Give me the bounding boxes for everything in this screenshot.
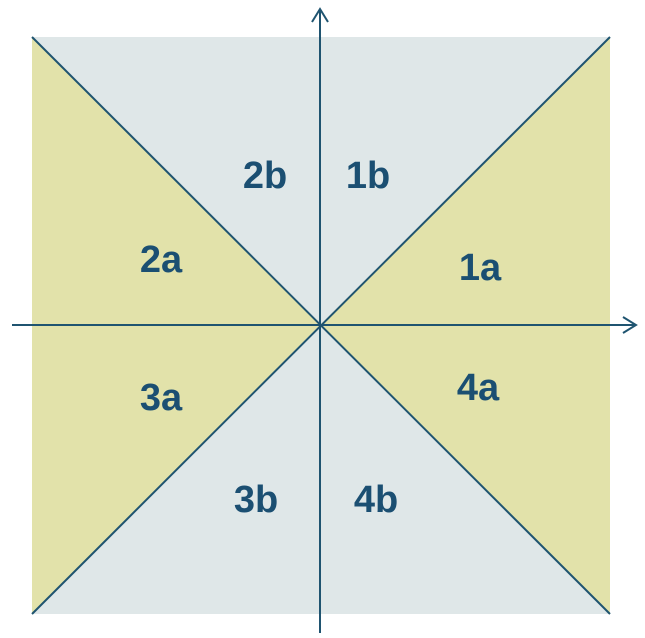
region-label-1a: 1a	[459, 247, 502, 289]
region-label-1b: 1b	[346, 155, 390, 197]
region-label-4a: 4a	[457, 367, 500, 409]
region-label-2b: 2b	[243, 155, 287, 197]
region-label-4b: 4b	[354, 479, 398, 521]
x-axis-arrowhead	[622, 316, 638, 334]
region-label-3a: 3a	[140, 377, 183, 419]
region-label-2a: 2a	[140, 239, 183, 281]
region-label-3b: 3b	[234, 479, 278, 521]
y-axis-arrowhead	[311, 7, 329, 23]
